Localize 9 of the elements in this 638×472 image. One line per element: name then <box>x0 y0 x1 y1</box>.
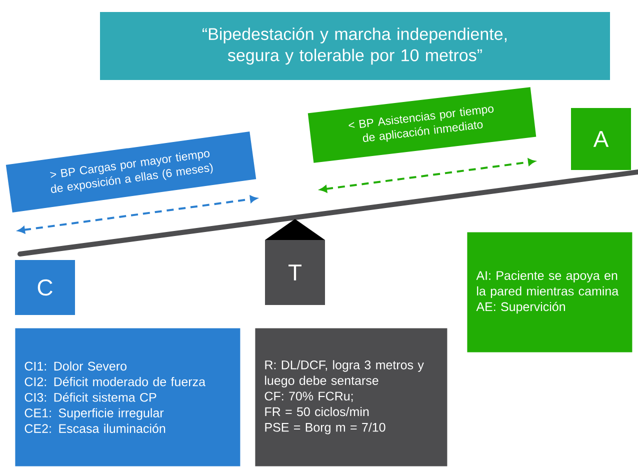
letter-box: A <box>571 108 631 170</box>
text-box: AI: Paciente se apoya en la pared mientras camina AE: Supervición <box>467 232 632 352</box>
letter-box: C <box>15 260 75 315</box>
text-box: CI1: Dolor Severo CI2: Déficit moderado de fuerza CI3: Déficit sistema CP CE1: Superficie irregular CE2: Escasa iluminación <box>15 328 240 466</box>
fulcrum-block: T <box>265 219 325 305</box>
note-box: < BP Asistencias por tiempo de aplicación inmediato <box>308 87 536 163</box>
title-box: “Bipedestación y marcha independiente, segura y tolerable por 10 metros” <box>100 12 610 80</box>
text-box: R: DL/DCF, logra 3 metros y luego debe sentarse CF: 70% FCRu; FR = 50 ciclos/min PSE = Borg m = 7/10 <box>255 328 448 466</box>
note-box: > BP Cargas por mayor tiempo de exposición a ellas (6 meses) <box>6 132 256 212</box>
